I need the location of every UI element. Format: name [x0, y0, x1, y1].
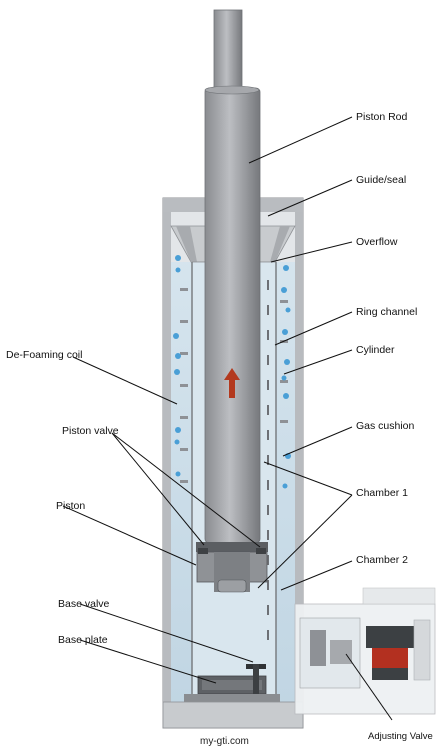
- label-piston: Piston: [56, 500, 86, 512]
- gas-bubbles: [173, 255, 291, 489]
- piston-assembly: [196, 542, 268, 593]
- label-base-valve: Base valve: [58, 598, 110, 610]
- watermark: my-gti.com: [200, 736, 249, 747]
- label-guide-seal: Guide/seal: [356, 174, 407, 186]
- label-adjusting-valve: Adjusting Valve: [368, 731, 433, 742]
- label-cylinder: Cylinder: [356, 344, 395, 356]
- label-piston-rod: Piston Rod: [356, 111, 408, 123]
- tube-bottom: [162, 701, 304, 729]
- label-de-foaming-coil: De-Foaming coil: [6, 349, 83, 361]
- base-valve-assembly: [184, 664, 280, 702]
- label-overflow: Overflow: [356, 236, 398, 248]
- label-base-plate: Base plate: [58, 634, 108, 646]
- label-gas-cushion: Gas cushion: [356, 420, 415, 432]
- direction-arrow-icon: [224, 368, 240, 398]
- adjusting-valve-unit: [294, 587, 436, 715]
- label-piston-valve: Piston valve: [62, 425, 119, 437]
- leader-lines: [62, 116, 393, 721]
- label-ring-channel: Ring channel: [356, 306, 418, 318]
- piston-rod: [204, 9, 261, 544]
- label-chamber-2: Chamber 2: [356, 554, 408, 566]
- label-chamber-1: Chamber 1: [356, 487, 408, 499]
